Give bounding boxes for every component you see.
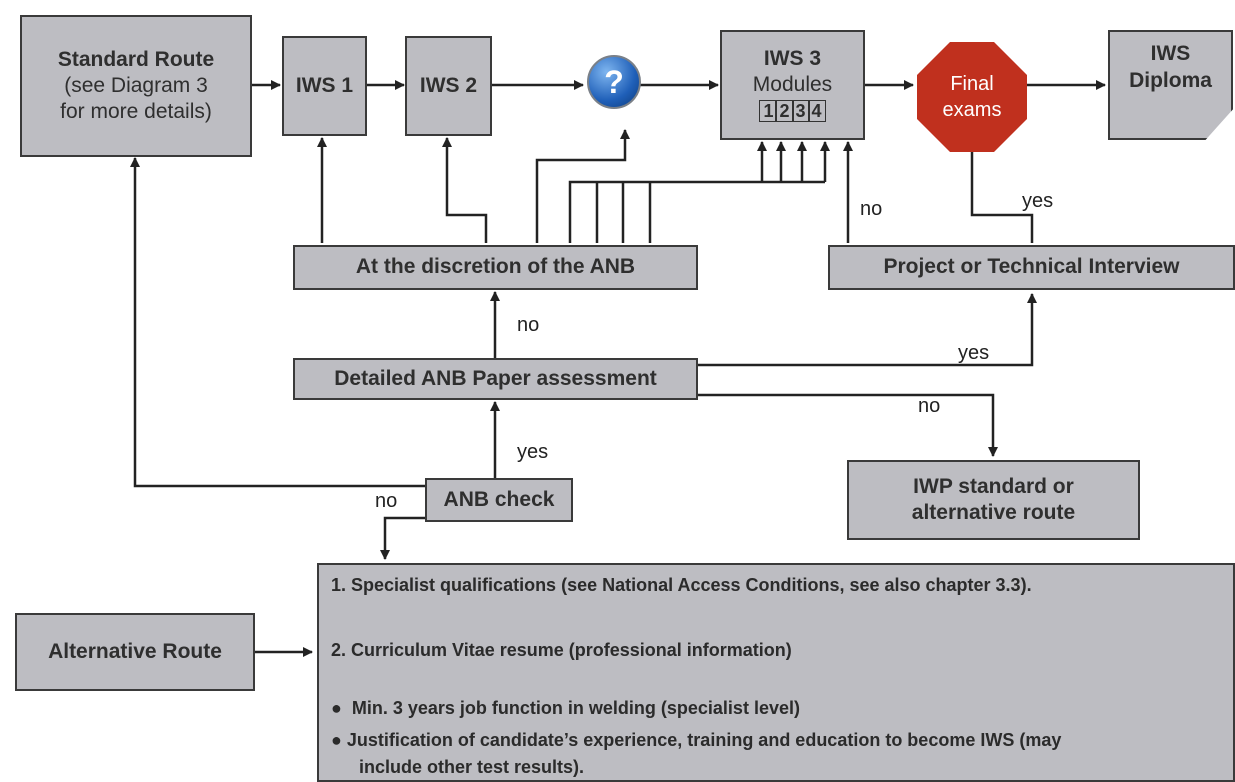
edge-label-yes-final: yes (1022, 190, 1054, 212)
iwp-route-line-2: alternative route (911, 501, 1076, 524)
module-2: 2 (775, 100, 794, 123)
criteria-bullet-2-text: Justification of candidate’s experience,… (346, 730, 1062, 750)
criteria-bullet-2-cont: include other test results). (359, 757, 585, 777)
discretion-box: At the discretion of the ANB (293, 245, 698, 290)
criteria-bullet-1: ● Min. 3 years job function in welding (… (331, 698, 800, 719)
access-criteria-box: 1. Specialist qualifications (see Nation… (317, 563, 1235, 782)
standard-route-note-2: for more details) (60, 100, 212, 124)
edge-label-no-check: no (375, 490, 398, 512)
iws-diploma-box: IWS Diploma (1108, 30, 1233, 140)
final-exams-line-2: exams (942, 99, 1002, 121)
final-exams-stop-sign: Final exams (917, 42, 1027, 152)
iwp-route-box: IWP standard or alternative route (847, 460, 1140, 540)
paper-assessment-box: Detailed ANB Paper assessment (293, 358, 698, 400)
discretion-label: At the discretion of the ANB (355, 255, 636, 279)
module-3: 3 (791, 100, 810, 123)
anb-check-label: ANB check (443, 487, 555, 511)
iws1-label: IWS 1 (295, 73, 354, 97)
iws3-title: IWS 3 (763, 46, 822, 70)
criteria-bullet-2: ● Justification of candidate’s experienc… (331, 730, 1061, 751)
alternative-route-label: Alternative Route (48, 639, 222, 663)
standard-route-title: Standard Route (57, 47, 215, 71)
project-interview-box: Project or Technical Interview (828, 245, 1235, 290)
edge-label-no-iwp: no (918, 395, 941, 417)
alternative-route-box: Alternative Route (15, 613, 255, 691)
edge-label-no-discretion: no (517, 314, 540, 336)
bullet-icon: ● (331, 730, 347, 750)
iws3-modules-label: Modules (752, 72, 833, 96)
iws1-box: IWS 1 (282, 36, 367, 136)
edge-label-yes-interview: yes (958, 342, 990, 364)
project-interview-label: Project or Technical Interview (883, 255, 1180, 279)
iwp-route-line-1: IWP standard or (913, 474, 1074, 498)
edge-label-no-interview: no (860, 198, 883, 220)
standard-route-box: Standard Route (see Diagram 3 for more d… (20, 15, 252, 157)
final-exams-line-1: Final (950, 73, 994, 95)
iws-diploma-line-1: IWS (1150, 42, 1191, 65)
edge-label-yes-assessment: yes (517, 441, 549, 463)
iws2-label: IWS 2 (419, 73, 478, 97)
question-icon: ? (587, 55, 641, 109)
criteria-item-1: 1. Specialist qualifications (see Nation… (331, 575, 1032, 595)
iws2-box: IWS 2 (405, 36, 492, 136)
anb-check-box: ANB check (425, 478, 573, 522)
bullet-icon: ● (331, 698, 352, 718)
iws-diploma-line-2: Diploma (1129, 69, 1212, 93)
module-1: 1 (759, 100, 778, 123)
paper-assessment-label: Detailed ANB Paper assessment (334, 366, 657, 390)
question-mark: ? (604, 63, 624, 100)
final-exams-text: Final exams (943, 71, 1002, 123)
module-4: 4 (807, 100, 826, 123)
criteria-bullet-1-text: Min. 3 years job function in welding (sp… (351, 698, 800, 718)
criteria-item-2: 2. Curriculum Vitae resume (professional… (331, 640, 792, 660)
standard-route-note-1: (see Diagram 3 (64, 73, 208, 97)
